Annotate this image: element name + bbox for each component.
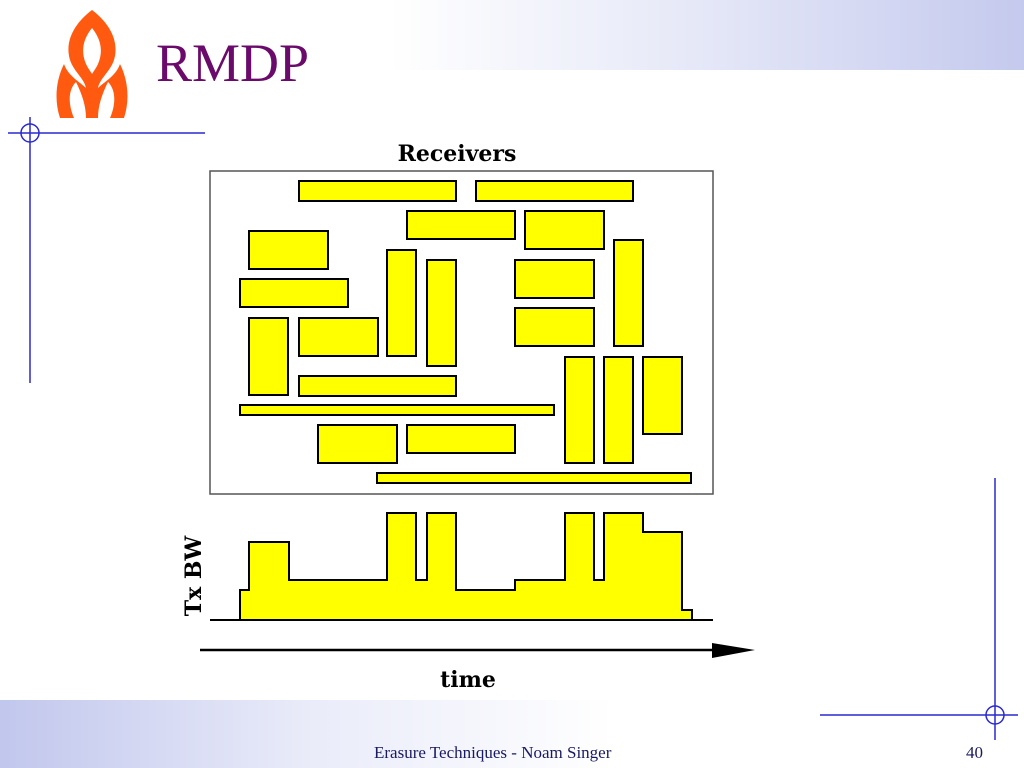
header-gradient	[0, 0, 1024, 70]
receiver-block	[642, 356, 683, 435]
receiver-block	[317, 424, 398, 464]
receiver-block	[376, 472, 692, 484]
receiver-block	[298, 375, 457, 397]
receiver-block	[248, 230, 329, 270]
receiver-block	[603, 356, 634, 464]
receiver-block	[406, 424, 516, 454]
receiver-block	[426, 259, 457, 367]
tx-bw-axis-label: Tx BW	[181, 535, 207, 616]
receiver-block	[298, 180, 457, 202]
receiver-block	[564, 356, 595, 464]
slide-title: RMDP	[156, 33, 310, 93]
university-logo-icon	[56, 10, 128, 118]
footer-text: Erasure Techniques - Noam Singer	[374, 743, 612, 762]
time-axis-arrowhead	[712, 643, 755, 658]
page-number: 40	[966, 743, 983, 762]
footer-gradient	[0, 700, 1024, 768]
receiver-block	[524, 210, 605, 250]
receiver-block	[239, 404, 555, 416]
time-axis-label: time	[440, 667, 496, 693]
receiver-block	[475, 180, 634, 202]
receivers-label: Receivers	[398, 141, 517, 167]
receiver-block	[298, 317, 379, 357]
receiver-block	[514, 307, 595, 347]
receiver-blocks	[239, 180, 692, 484]
receiver-block	[613, 239, 644, 347]
receiver-block	[514, 259, 595, 299]
receiver-block	[239, 278, 349, 308]
receiver-block	[248, 317, 289, 396]
receiver-block	[386, 249, 417, 357]
tx-bandwidth-profile	[239, 512, 693, 621]
receiver-block	[406, 210, 516, 240]
